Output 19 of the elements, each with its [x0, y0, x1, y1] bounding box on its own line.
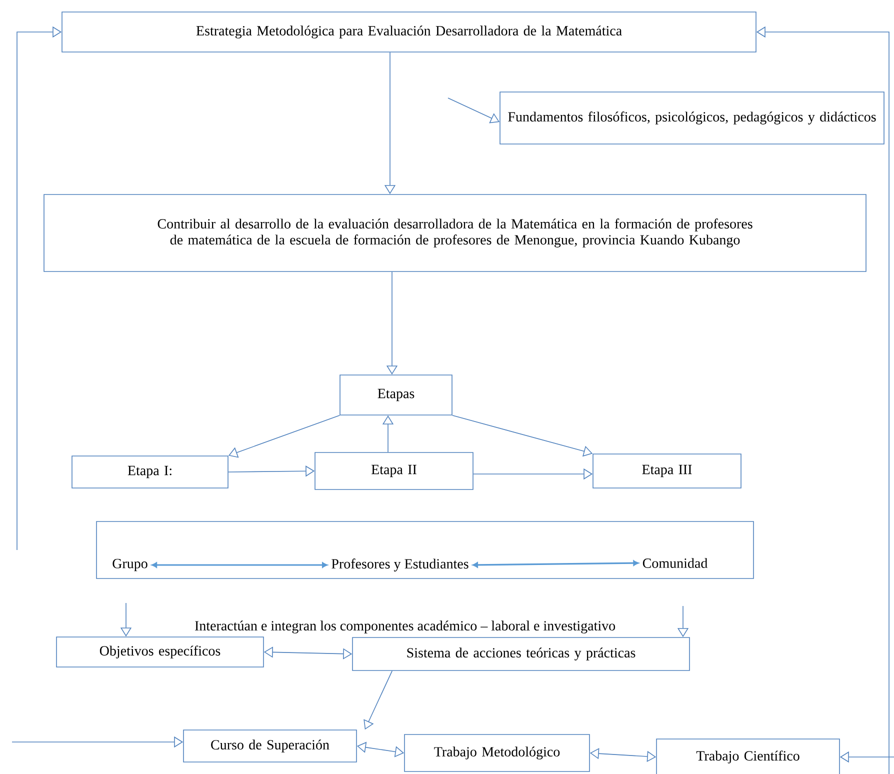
text-label: Comunidad	[642, 558, 708, 568]
process-box: Trabajo Científico	[656, 738, 840, 774]
text-label: Grupo	[112, 558, 148, 572]
group-box	[96, 521, 754, 579]
arrow	[152, 562, 328, 568]
process-box: Estrategia Metodológica para Evaluación Desarrolladora de la Matemática	[62, 12, 756, 52]
process-box: Etapas	[340, 374, 452, 416]
arrow	[472, 560, 639, 568]
process-box: Sistema de acciones teóricas y prácticas	[352, 637, 690, 671]
process-box: Etapa II	[314, 452, 474, 490]
text-label: Profesores y Estudiantes	[332, 558, 468, 572]
process-box: Contribuir al desarrollo de la evaluación desarrolladora de la Matemática en la formación de profesores de matemática de la escuela de formación de profesores de Menongue, provincia Kuando Kubango	[44, 194, 866, 272]
process-box: Objetivos específicos	[56, 636, 264, 668]
process-box: Trabajo Metodológico	[404, 734, 590, 772]
process-box: Curso de Superación	[183, 730, 357, 762]
process-box: Etapa III	[592, 454, 742, 488]
process-box: Fundamentos filosóficos, psicológicos, pedagógicos y didácticos	[500, 92, 884, 144]
process-box: Etapa I:	[72, 456, 228, 488]
text-label: Interactúan e integran los componentes académico – laboral e investigativo	[195, 620, 616, 634]
